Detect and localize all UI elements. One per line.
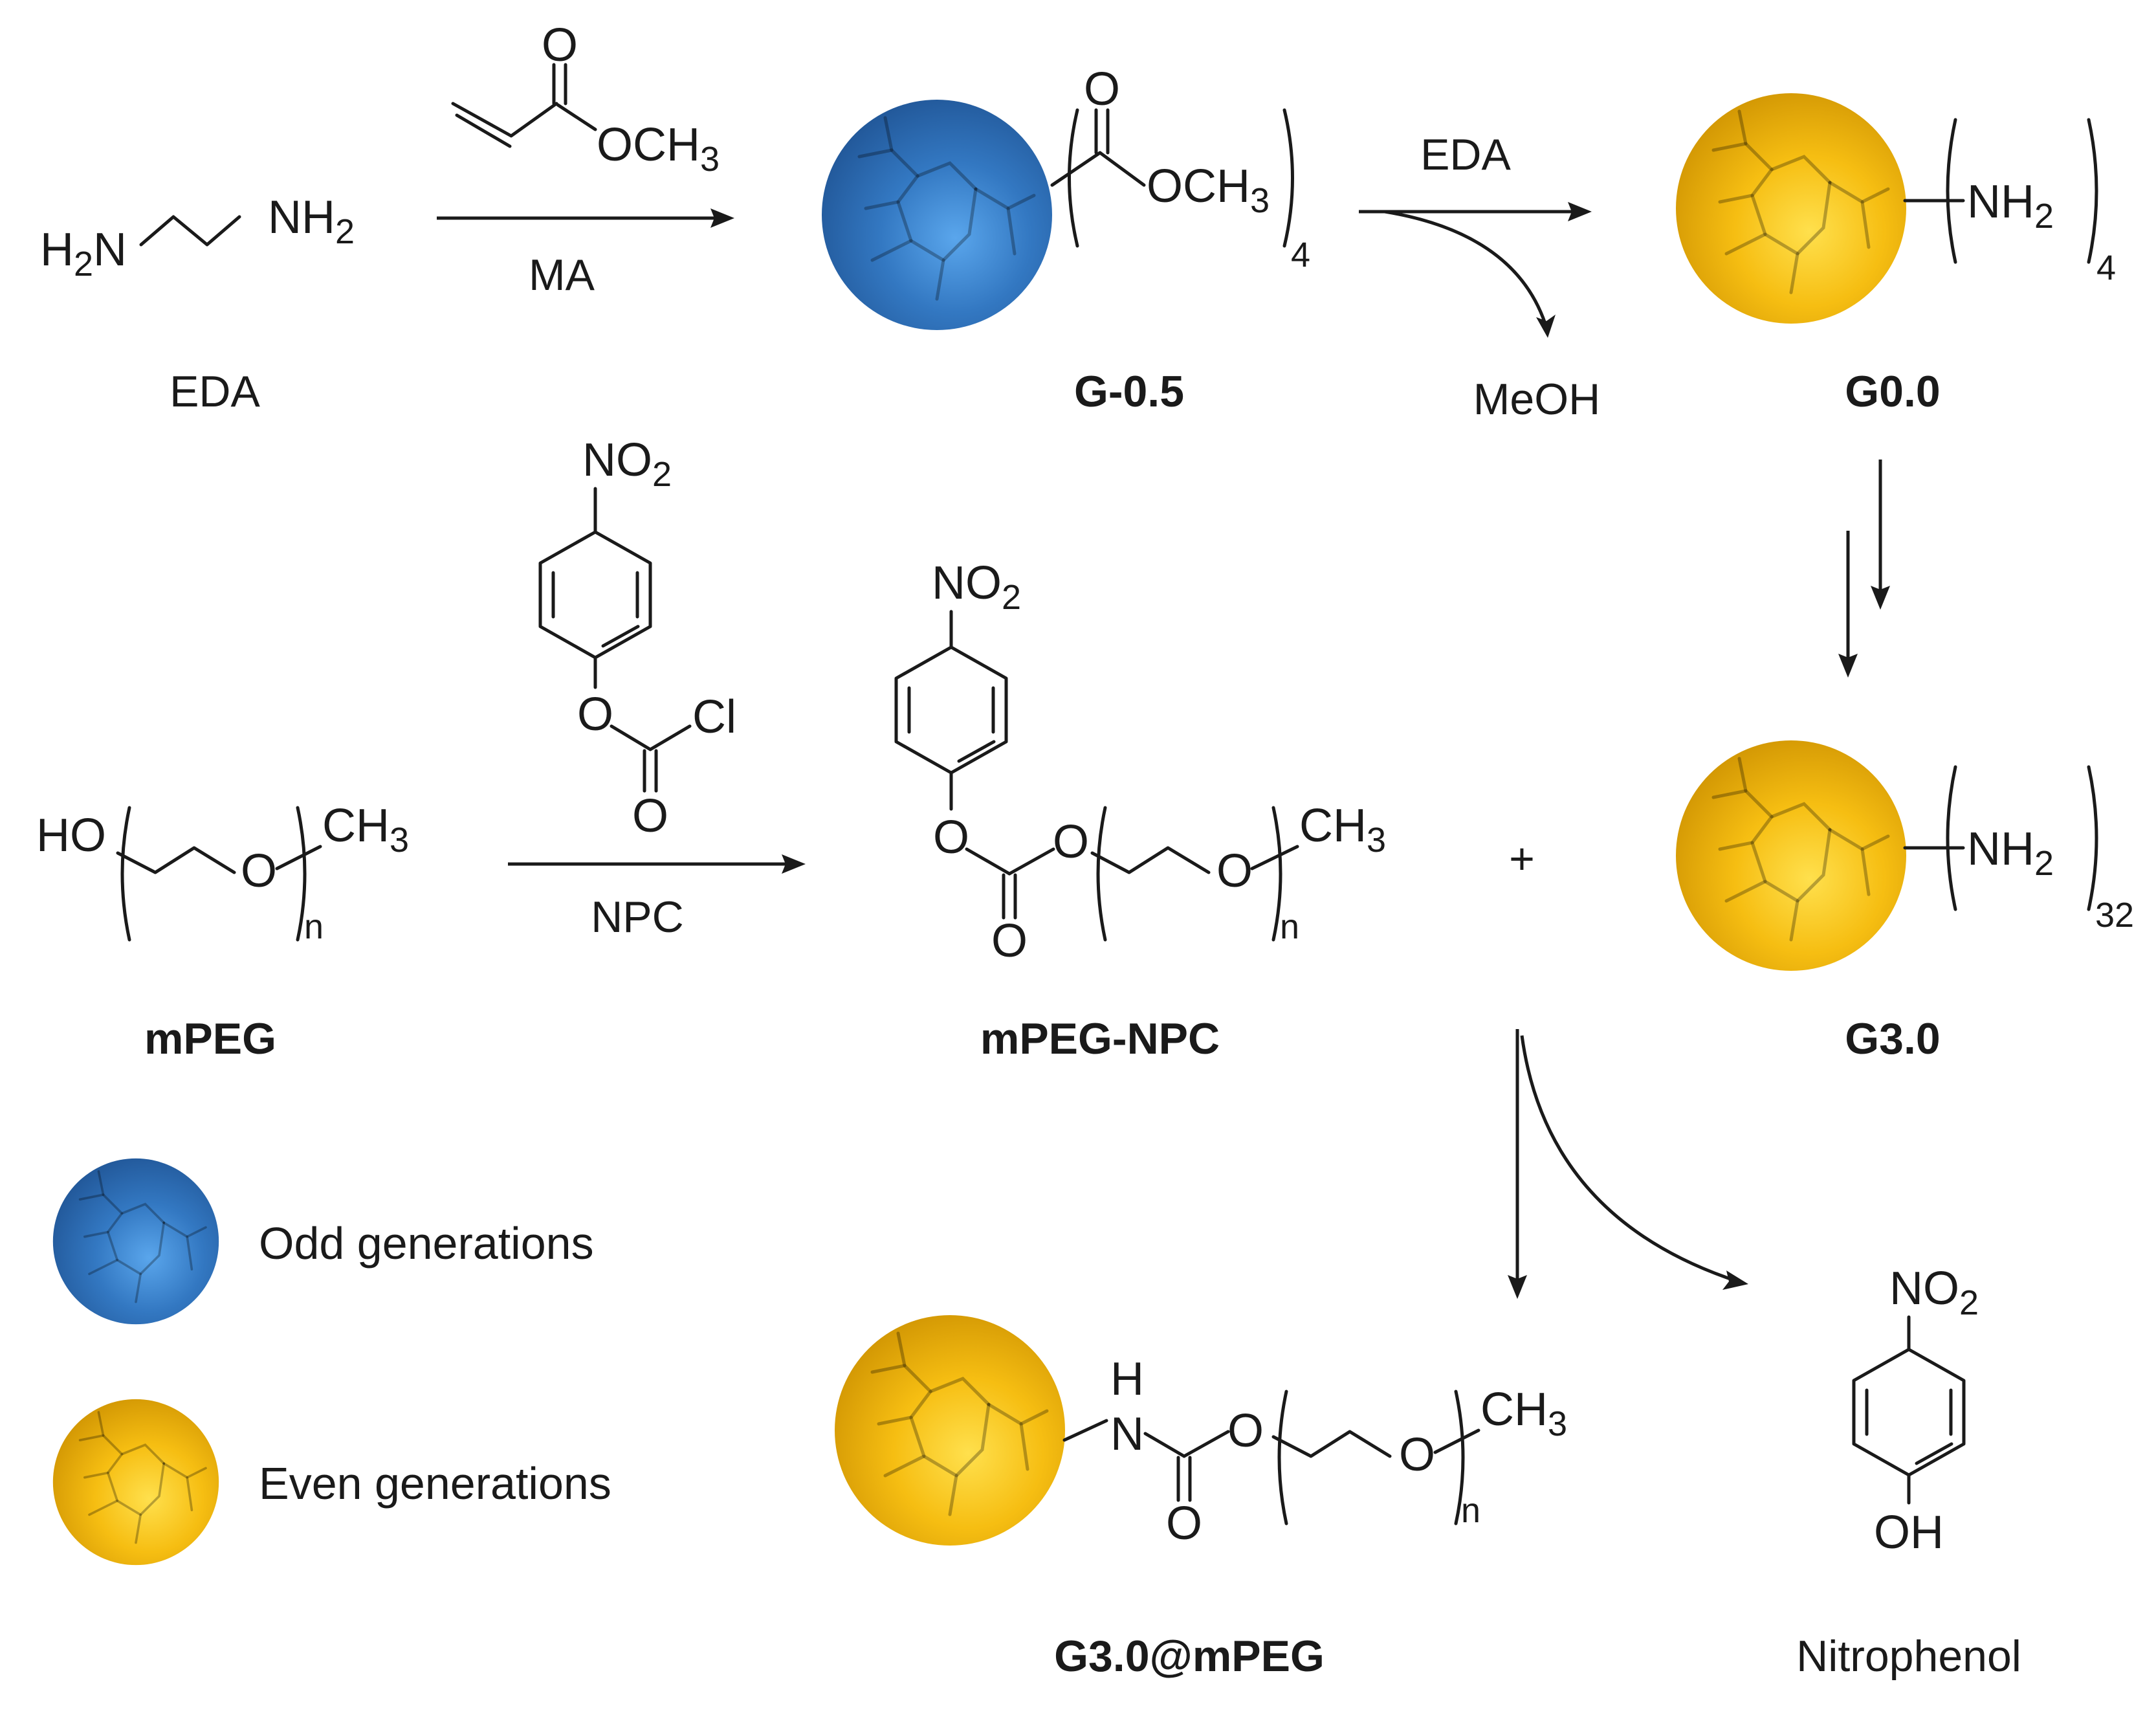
g-0-5-ester-end-group: O OCH3 4 (1050, 63, 1310, 274)
npc-label: NPC (591, 893, 684, 942)
methyl-acrylate-structure: O OCH3 (451, 19, 720, 179)
g3-0-mpeg-sphere (835, 1315, 1065, 1546)
svg-text:O: O (1216, 845, 1253, 897)
reaction-arrow-mpeg-to-mpeg-npc (508, 854, 806, 874)
legend: Odd generations Even generations (52, 1158, 611, 1566)
svg-text:O: O (577, 689, 613, 740)
g3-0-label: G3.0 (1845, 1014, 1940, 1063)
svg-text:n: n (1461, 1491, 1480, 1530)
eda-label: EDA (170, 367, 260, 416)
svg-text:OCH3: OCH3 (597, 119, 720, 179)
svg-text:O: O (542, 19, 578, 71)
svg-text:Cl: Cl (692, 691, 736, 743)
odd-generation-sphere (822, 100, 1052, 330)
svg-text:O: O (1084, 63, 1120, 115)
plus-sign: + (1509, 834, 1535, 883)
svg-text:NH2: NH2 (268, 192, 355, 251)
g3-0-dendrimer-sphere (1676, 740, 1906, 971)
svg-text:O: O (632, 790, 668, 842)
nitrophenol-label: Nitrophenol (1796, 1632, 2021, 1681)
svg-text:H2N: H2N (40, 224, 127, 283)
svg-text:CH3: CH3 (1299, 800, 1386, 860)
g3-0-amine-end-group: NH2 32 (1903, 765, 2134, 935)
mpeg-npc-structure: NO2 O O O O n CH3 (894, 557, 1386, 967)
svg-text:CH3: CH3 (1480, 1384, 1567, 1443)
svg-text:n: n (304, 907, 324, 946)
svg-text:CH3: CH3 (322, 800, 409, 860)
svg-text:H: H (1110, 1353, 1144, 1405)
legend-even-swatch (52, 1399, 219, 1566)
svg-text:HO: HO (36, 810, 106, 861)
svg-text:O: O (991, 915, 1028, 967)
svg-text:OCH3: OCH3 (1147, 161, 1270, 220)
svg-text:4: 4 (2096, 249, 2116, 287)
svg-text:O: O (1053, 816, 1089, 868)
g3-0-mpeg-carbamate-chain: H N O O O n CH3 (1062, 1353, 1567, 1549)
g-0-5-dendrimer-sphere (822, 100, 1052, 330)
svg-text:4: 4 (1291, 236, 1310, 274)
even-generation-sphere (835, 1315, 1065, 1546)
legend-odd-swatch (52, 1158, 219, 1325)
reaction-arrow-g0-0-to-g3-0 (1838, 460, 1890, 678)
g3-0-mpeg-label: G3.0@mPEG (1054, 1632, 1325, 1681)
svg-text:NO2: NO2 (582, 434, 672, 494)
svg-text:O: O (1227, 1405, 1264, 1457)
svg-text:NH2: NH2 (1967, 823, 2054, 883)
mpeg-structure: HO O n CH3 (36, 800, 409, 946)
eda-molecule: H2N NH2 (40, 192, 355, 283)
reaction-arrow-eda-to-g-0-5 (437, 208, 734, 228)
legend-even-label: Even generations (259, 1458, 611, 1509)
mpeg-label: mPEG (144, 1014, 276, 1063)
eda-reagent-label: EDA (1420, 130, 1511, 179)
g0-0-dendrimer-sphere (1676, 93, 1906, 324)
even-generation-sphere (1676, 93, 1906, 324)
svg-text:O: O (1166, 1498, 1202, 1549)
g-0-5-label: G-0.5 (1074, 367, 1184, 416)
svg-text:NO2: NO2 (932, 557, 1021, 617)
svg-text:O: O (933, 812, 969, 863)
g0-0-label: G0.0 (1845, 367, 1940, 416)
reaction-arrow-g-0-5-to-g0-0 (1359, 202, 1592, 338)
ma-label: MA (529, 250, 595, 300)
meoh-label: MeOH (1473, 375, 1600, 424)
even-generation-sphere (1676, 740, 1906, 971)
mpeg-npc-label: mPEG-NPC (980, 1014, 1220, 1063)
svg-text:32: 32 (2095, 896, 2134, 935)
npc-reagent-structure: NO2 O Cl O (538, 434, 736, 842)
svg-text:NH2: NH2 (1967, 176, 2054, 236)
svg-text:NO2: NO2 (1889, 1263, 1979, 1322)
svg-text:N: N (1110, 1408, 1144, 1460)
svg-text:OH: OH (1874, 1507, 1944, 1558)
svg-text:O: O (241, 845, 277, 897)
nitrophenol-structure: NO2 OH (1852, 1263, 1979, 1558)
legend-odd-label: Odd generations (259, 1218, 594, 1269)
g0-0-amine-end-group: NH2 4 (1903, 118, 2116, 287)
reaction-arrow-to-g3-0-mpeg (1508, 1029, 1748, 1299)
svg-text:O: O (1399, 1429, 1435, 1481)
svg-text:n: n (1280, 907, 1299, 946)
